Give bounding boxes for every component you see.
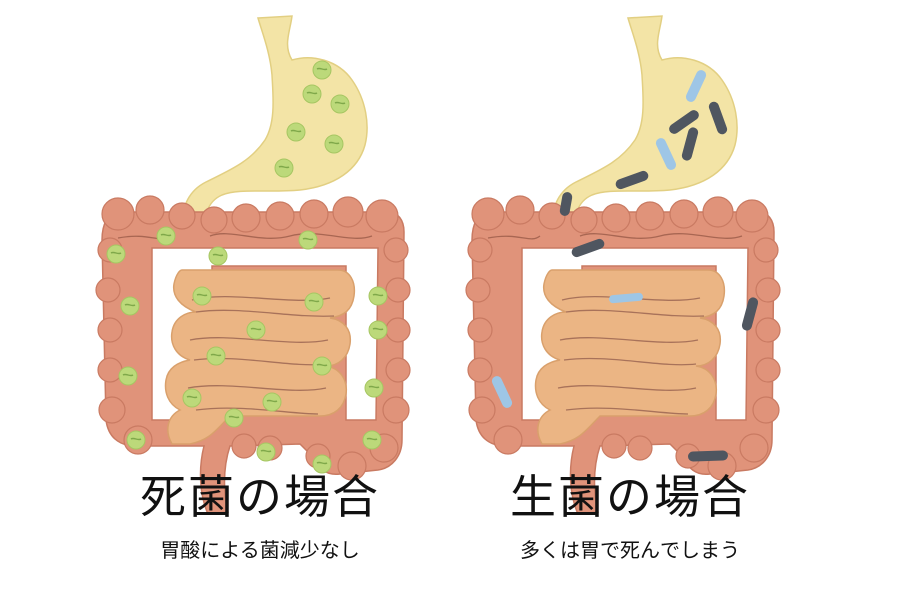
live-bacterium-dark <box>688 450 728 462</box>
live-bacterium-light <box>685 70 707 102</box>
left-panel-subtitle: 胃酸による菌減少なし <box>160 538 360 562</box>
live-bacterium-dark <box>741 297 759 331</box>
left-panel-title: 死菌の場合 <box>140 470 380 524</box>
dead-bacterium <box>192 286 212 306</box>
right-diagram <box>465 15 781 515</box>
dead-bacterium <box>182 388 202 408</box>
dead-bacterium <box>304 292 324 312</box>
dead-bacterium <box>312 60 332 80</box>
dead-bacterium <box>118 366 138 386</box>
dead-bacterium <box>126 430 146 450</box>
dead-bacterium <box>330 94 350 114</box>
live-bacterium-dark <box>571 238 605 258</box>
dead-bacterium <box>120 296 140 316</box>
dead-bacterium <box>156 226 176 246</box>
live-bacterium-dark <box>559 192 573 216</box>
dead-bacterium <box>298 230 318 250</box>
dead-bacterium <box>208 246 228 266</box>
right-panel-title: 生菌の場合 <box>510 470 750 524</box>
dead-bacterium <box>256 442 276 462</box>
dead-bacterium <box>368 320 388 340</box>
dead-bacterium <box>246 320 266 340</box>
left-diagram <box>95 15 411 515</box>
dead-bacterium <box>302 84 322 104</box>
dead-bacterium <box>368 286 388 306</box>
dead-bacterium <box>364 378 384 398</box>
dead-bacterium <box>262 392 282 412</box>
dead-bacterium <box>286 122 306 142</box>
live-bacterium-dark <box>681 127 699 161</box>
dead-bacterium <box>362 430 382 450</box>
right-panel-subtitle: 多くは胃で死んでしまう <box>520 538 740 562</box>
dead-bacterium <box>324 134 344 154</box>
dead-bacterium <box>206 346 226 366</box>
live-bacterium-light <box>655 138 677 170</box>
live-bacterium-dark <box>615 170 649 190</box>
dead-bacterium <box>312 356 332 376</box>
live-bacterium-light <box>491 376 513 408</box>
live-bacterium-dark <box>708 101 728 135</box>
dead-bacterium <box>106 244 126 264</box>
dead-bacterium <box>224 408 244 428</box>
live-bacterium-dark <box>669 110 699 134</box>
dead-bacterium <box>274 158 294 178</box>
live-bacterium-light <box>609 292 643 304</box>
live-bacteria-group <box>491 70 759 462</box>
